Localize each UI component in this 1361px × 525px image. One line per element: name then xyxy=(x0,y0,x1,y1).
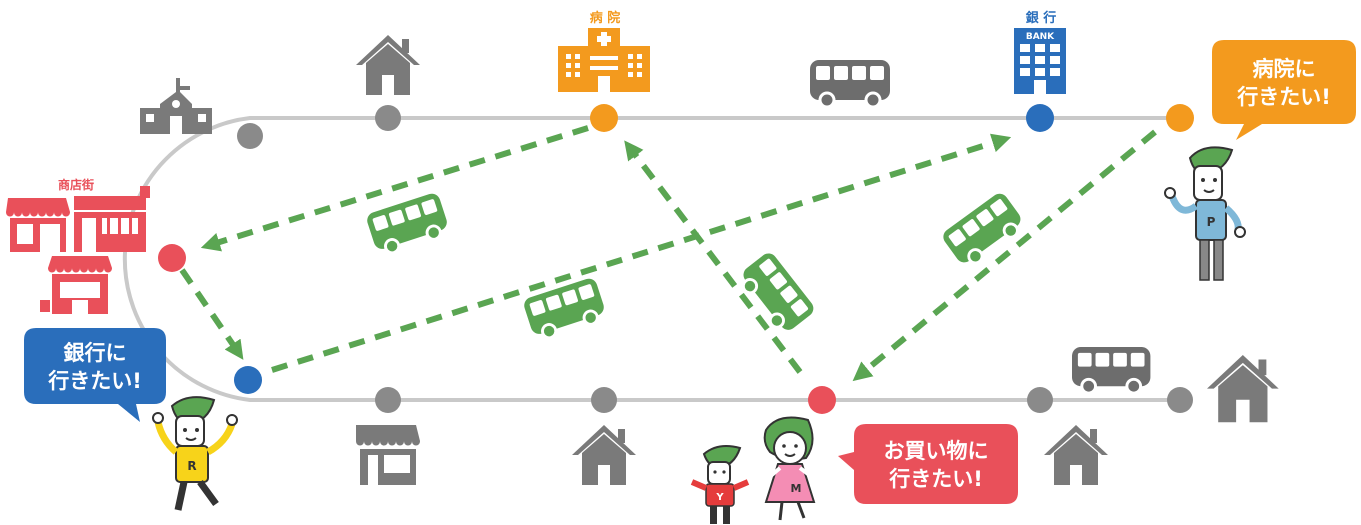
bubble-shopping-line1: お買い物に xyxy=(884,439,989,463)
house-icon xyxy=(572,425,636,485)
school-icon xyxy=(140,78,212,134)
person-icon: Y xyxy=(690,445,750,524)
demand-bus-1 xyxy=(363,190,453,259)
bubble-shopping-line2: 行きたい! xyxy=(888,467,983,491)
stop-shopping xyxy=(158,244,186,272)
bubble-hospital-line1: 病院に xyxy=(1253,57,1316,81)
bus-stops xyxy=(158,104,1194,414)
route-shopstop-to-hospital xyxy=(624,140,803,374)
bank-icon: BANK xyxy=(1014,28,1066,94)
demand-bus-3 xyxy=(733,248,819,339)
house-icon xyxy=(1044,425,1108,485)
bubble-hospital-line2: 行きたい! xyxy=(1236,85,1331,109)
hospital-label: 病 院 xyxy=(590,10,621,26)
shop-icon xyxy=(356,425,420,485)
stop-hospital xyxy=(590,104,618,132)
shopping-label: 商店街 xyxy=(58,177,94,192)
bubble-bank: 銀行に 行きたい! xyxy=(24,328,166,422)
bubble-bank-line1: 銀行に xyxy=(64,341,127,365)
house-icon xyxy=(1207,355,1279,423)
route-shopping-to-bank-stop xyxy=(179,268,244,360)
person-icon: M xyxy=(763,416,818,521)
stop-request-p xyxy=(1166,104,1194,132)
p-shirt-letter: P xyxy=(1207,215,1216,229)
bank-label: 銀 行 xyxy=(1026,10,1057,26)
stop-request-r xyxy=(234,366,262,394)
stop-bank xyxy=(1026,104,1054,132)
bus-route-line xyxy=(122,116,1180,402)
bank-sign: BANK xyxy=(1026,32,1055,42)
bubble-hospital: 病院に 行きたい! xyxy=(1212,40,1356,140)
hospital-icon xyxy=(558,28,650,92)
bubble-bank-line2: 行きたい! xyxy=(47,369,142,393)
person-icon: P xyxy=(1164,146,1246,281)
bubble-shopping: お買い物に 行きたい! xyxy=(838,424,1018,504)
bus-icon xyxy=(808,58,892,109)
route-bank-stop-to-bank xyxy=(271,133,1012,373)
m-dress-letter: M xyxy=(791,482,802,495)
house-icon xyxy=(356,35,420,95)
bus-icon xyxy=(1070,345,1152,395)
y-shirt-letter: Y xyxy=(715,492,724,503)
shopping-street-icon xyxy=(6,186,150,314)
demand-routes xyxy=(179,125,1157,382)
demand-bus-4 xyxy=(938,188,1030,273)
route-hospital-to-shopping xyxy=(200,125,589,252)
stop-request-ym xyxy=(808,386,836,414)
person-icon: R xyxy=(152,396,238,511)
route-far-to-shopstop xyxy=(852,129,1157,382)
r-shirt-letter: R xyxy=(187,459,196,473)
